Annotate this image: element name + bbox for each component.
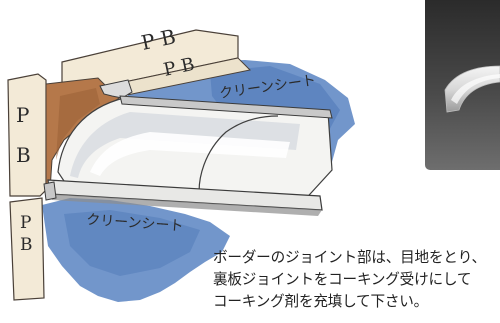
label-lower-p: P <box>20 213 31 233</box>
label-left-p: P <box>16 103 29 127</box>
product-photo <box>425 0 500 170</box>
lower-left-board <box>9 197 45 301</box>
label-left-b: B <box>16 143 31 167</box>
blue-sheet-lower-shade <box>64 210 200 276</box>
joint-instruction-caption: ボーダーのジョイント部は、目地をとり、 裏板ジョイントをコーキング受けにして コ… <box>213 247 500 313</box>
curved-sheet-shade <box>70 112 300 178</box>
caption-line-2: 裏板ジョイントをコーキング受けにして <box>213 271 472 288</box>
caption-line-1: ボーダーのジョイント部は、目地をとり、 <box>213 249 486 266</box>
profile-piece-highlight <box>451 74 500 104</box>
left-board <box>7 73 47 197</box>
label-clean-sheet-bottom: クリーンシート <box>86 212 184 235</box>
joint-profile-lower <box>43 181 57 201</box>
top-rail <box>119 95 333 119</box>
curved-sheet-highlight <box>90 132 290 176</box>
wood-corner-shade <box>56 88 100 160</box>
label-lower-b: B <box>20 235 33 255</box>
bottom-rail-shadow <box>50 194 322 216</box>
sheet-rib <box>198 115 279 203</box>
product-photo-image <box>425 0 500 170</box>
caption-line-3: コーキング剤を充填して下さい。 <box>213 293 429 310</box>
